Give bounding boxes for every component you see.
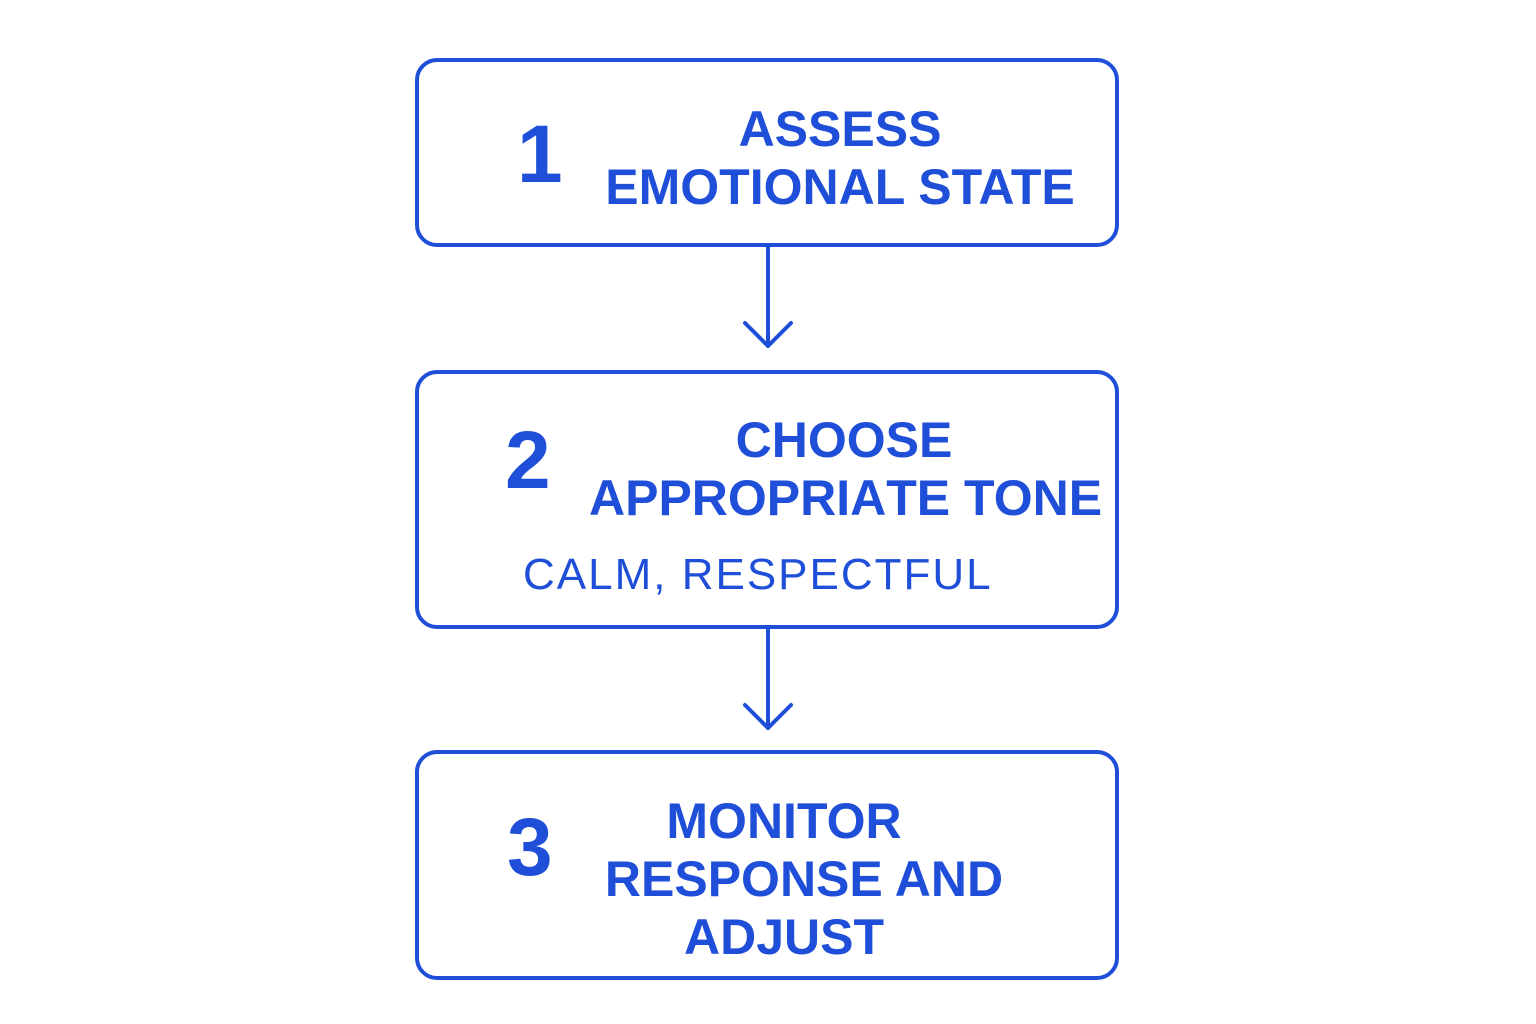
step-2-subtitle: CALM, RESPECTFUL bbox=[523, 550, 993, 599]
step-2-title-line-2: APPROPRIAΤE TONE bbox=[589, 470, 1103, 526]
step-1-box: 1 ASSESS EMOTIONAL STATE bbox=[415, 58, 1119, 247]
arrow-2-to-3 bbox=[743, 627, 793, 730]
step-1-title: ASSESS EMOTIONAL STATE bbox=[585, 100, 1095, 216]
step-2-title-line-1: CHOOSE bbox=[735, 412, 953, 468]
step-3-title-line-1: MONITOR bbox=[666, 793, 902, 849]
arrow-1-to-2 bbox=[743, 245, 793, 348]
step-1-title-line-1: ASSESS bbox=[738, 101, 942, 157]
step-1-title-line-2: EMOTIONAL STATE bbox=[605, 159, 1075, 215]
step-2-title: CHOOSE APPROPRIAΤE TONE bbox=[589, 411, 1103, 527]
step-1-number: 1 bbox=[517, 109, 563, 200]
arrow-1-head-icon bbox=[743, 321, 793, 348]
step-3-title-line-3: ADJUST bbox=[683, 909, 885, 965]
step-3-title: MONITOR RESPONSE AND ADJUST bbox=[589, 792, 1019, 966]
step-2-box: 2 CHOOSE APPROPRIAΤE TONE CALM, RESPECTF… bbox=[415, 370, 1119, 629]
step-2-number: 2 bbox=[505, 415, 551, 506]
step-3-title-line-2: RESPONSE AND bbox=[604, 851, 1004, 907]
arrow-2-head-icon bbox=[743, 703, 793, 730]
step-3-box: 3 MONITOR RESPONSE AND ADJUST bbox=[415, 750, 1119, 980]
step-3-number: 3 bbox=[507, 802, 553, 893]
